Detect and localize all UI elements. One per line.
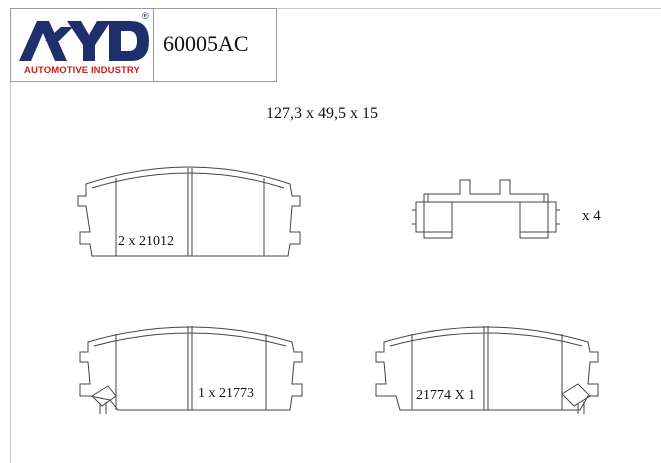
part-code-box: 60005AC	[153, 8, 277, 82]
brand-logo	[19, 21, 149, 61]
label-pad-bottom-left: 1 x 21773	[198, 386, 254, 401]
part-code: 60005AC	[163, 31, 249, 56]
brake-pad-bottom-left	[79, 326, 303, 414]
registered-mark: ®	[142, 11, 149, 21]
brake-pad-top-left	[77, 166, 301, 257]
label-clip-quantity: x 4	[582, 208, 601, 224]
brand-logo-box: ® AUTOMOTIVE INDUSTRY	[10, 8, 154, 82]
frame-top-line	[10, 8, 661, 9]
brand-tagline: AUTOMOTIVE INDUSTRY	[24, 65, 140, 76]
label-pad-bottom-right: 21774 X 1	[416, 388, 476, 403]
retaining-clip	[412, 179, 560, 239]
frame-left-line	[10, 8, 11, 463]
label-pad-top-left: 2 x 21012	[118, 234, 174, 249]
brake-pad-bottom-right	[375, 326, 599, 414]
dimensions-text: 127,3 x 49,5 x 15	[266, 105, 378, 122]
